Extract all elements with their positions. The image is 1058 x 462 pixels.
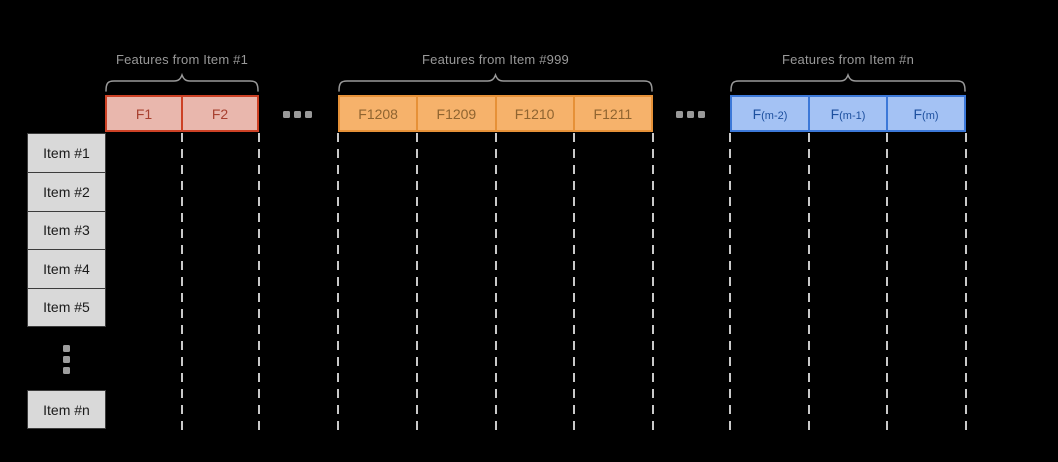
- dot: [698, 111, 705, 118]
- group-label-item-1: Features from Item #1: [115, 52, 249, 67]
- dot: [63, 367, 70, 374]
- dashed-line: [652, 133, 654, 430]
- feature-cell: F1: [135, 106, 153, 122]
- vertical-ellipsis-icon: [63, 345, 70, 374]
- feature-cell: F1211: [572, 97, 651, 130]
- feature-group-item-1: F1 F2: [105, 95, 259, 132]
- dashed-line: [416, 133, 418, 430]
- feature-group-item-n: F(m-2) F(m-1) F(m): [730, 95, 966, 132]
- item-row: Item #5: [28, 287, 105, 326]
- group-label-item-n: Features from Item #n: [781, 52, 915, 67]
- feature-cell: F2: [181, 97, 257, 130]
- dashed-line: [337, 133, 339, 430]
- dashed-line: [573, 133, 575, 430]
- dashed-line: [729, 133, 731, 430]
- feature-group-item-999: F1208 F1209 F1210 F1211: [338, 95, 653, 132]
- curly-brace-icon: [730, 72, 966, 92]
- dot: [283, 111, 290, 118]
- feature-cell: F(m-2): [752, 106, 788, 122]
- dashed-line: [808, 133, 810, 430]
- item-row-n: Item #n: [27, 390, 106, 429]
- item-row: Item #1: [43, 145, 90, 162]
- item-row: Item #2: [28, 172, 105, 210]
- curly-brace-icon: [338, 72, 653, 92]
- dot: [305, 111, 312, 118]
- dashed-line: [258, 133, 260, 430]
- dashed-line: [181, 133, 183, 430]
- dot: [676, 111, 683, 118]
- feature-cell: F1208: [358, 106, 398, 122]
- dot: [294, 111, 301, 118]
- dot: [63, 345, 70, 352]
- item-row: Item #4: [28, 249, 105, 287]
- dashed-line: [886, 133, 888, 430]
- feature-cell: F1210: [494, 97, 573, 130]
- horizontal-ellipsis-icon: [283, 111, 312, 118]
- dashed-line: [965, 133, 967, 430]
- curly-brace-icon: [105, 72, 259, 92]
- item-row: Item #3: [28, 210, 105, 249]
- feature-cell: F(m-1): [808, 97, 886, 130]
- dot: [687, 111, 694, 118]
- feature-cell: F1209: [416, 97, 494, 130]
- feature-cell: F(m): [886, 97, 964, 130]
- dot: [63, 356, 70, 363]
- dashed-line: [495, 133, 497, 430]
- horizontal-ellipsis-icon: [676, 111, 705, 118]
- group-label-item-999: Features from Item #999: [422, 52, 569, 67]
- item-rows: Item #1 Item #2 Item #3 Item #4 Item #5: [27, 133, 106, 327]
